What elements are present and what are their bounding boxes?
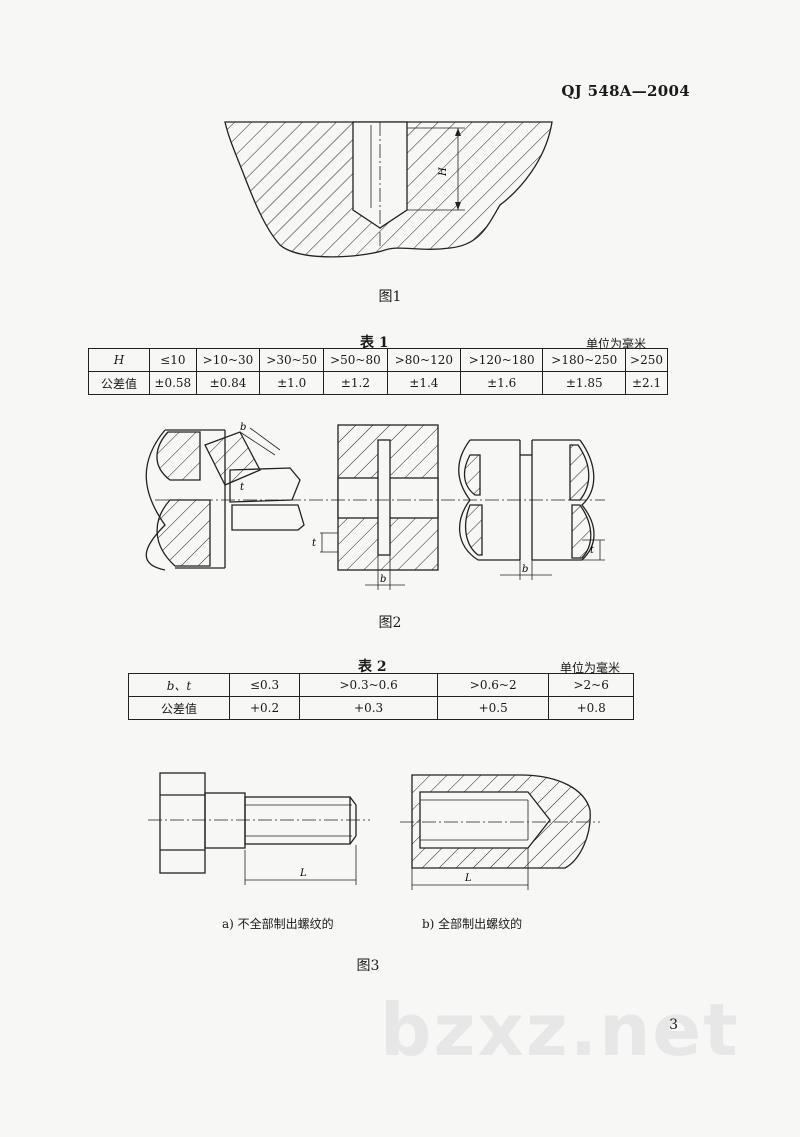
table1-header-tolerance: 公差值 — [88, 371, 150, 395]
figure1-dim-H: H — [438, 167, 449, 177]
table1-range-row: H ≤10 >10~30 >30~50 >50~80 >80~120 >120~… — [88, 348, 668, 372]
table-cell: >180~250 — [542, 348, 627, 372]
table-cell: >30~50 — [259, 348, 325, 372]
table1-unit: 单位为毫米 — [586, 337, 647, 351]
table-cell: +0.2 — [228, 696, 301, 720]
figure1-drawing: H — [224, 121, 553, 258]
table-cell: >120~180 — [459, 348, 544, 372]
table-cell: ±0.58 — [149, 371, 197, 395]
figure3a-caption: a) 不全部制出螺纹的 — [222, 917, 334, 931]
figure3b-drawing: L — [400, 774, 600, 890]
document-code: QJ 548A—2004 — [561, 82, 690, 100]
table-cell: >250 — [625, 348, 668, 372]
figure2-middle-drawing: t b — [312, 424, 439, 590]
table-cell: ±1.6 — [459, 371, 544, 395]
table-cell: ≤0.3 — [228, 673, 301, 697]
table-cell: >0.3~0.6 — [299, 673, 439, 697]
table-cell: ±1.85 — [542, 371, 627, 395]
figure2-caption: 图2 — [378, 615, 402, 631]
table-cell: +0.8 — [548, 696, 634, 720]
table2-range-row: b、t ≤0.3 >0.3~0.6 >0.6~2 >2~6 — [128, 673, 634, 697]
figure2-dim-b-left: b — [240, 422, 246, 433]
table-cell: >0.6~2 — [437, 673, 550, 697]
table2-title: 表 2 — [358, 659, 387, 675]
figure2-dim-t-right: t — [590, 545, 595, 556]
table1: H ≤10 >10~30 >30~50 >50~80 >80~120 >120~… — [88, 348, 668, 395]
table2-unit: 单位为毫米 — [560, 661, 621, 675]
table-cell: +0.5 — [437, 696, 550, 720]
table-cell: >80~120 — [386, 348, 461, 372]
table2-header-bt: b、t — [128, 673, 230, 697]
figure2-right-drawing: b t — [458, 439, 605, 580]
table-cell: ±1.2 — [323, 371, 388, 395]
table1-title: 表 1 — [360, 335, 389, 351]
figure2-dim-t-left: t — [240, 482, 245, 493]
page-number: 3 — [669, 1017, 678, 1033]
table-cell: ≤10 — [149, 348, 197, 372]
figure2-dim-b-right: b — [522, 564, 528, 575]
table-cell: ±0.84 — [195, 371, 261, 395]
figure3a-dim-L: L — [299, 868, 307, 879]
figure2-dim-b-middle: b — [380, 574, 386, 585]
table2: b、t ≤0.3 >0.3~0.6 >0.6~2 >2~6 公差值 +0.2 +… — [128, 673, 634, 720]
figure2-left-drawing: b t — [145, 422, 305, 571]
table2-header-tolerance: 公差值 — [128, 696, 230, 720]
figure2-dim-t-middle: t — [312, 538, 317, 549]
table-cell: +0.3 — [299, 696, 439, 720]
table-cell: ±2.1 — [625, 371, 668, 395]
table-cell: >2~6 — [548, 673, 634, 697]
table1-header-H: H — [88, 348, 150, 372]
figure1-caption: 图1 — [378, 289, 402, 305]
figure3b-caption: b) 全部制出螺纹的 — [422, 917, 523, 931]
table-cell: ±1.0 — [259, 371, 325, 395]
table-cell: >10~30 — [195, 348, 261, 372]
figure3-caption: 图3 — [356, 958, 380, 974]
table-cell: ±1.4 — [386, 371, 461, 395]
table-cell: >50~80 — [323, 348, 388, 372]
table2-tolerance-row: 公差值 +0.2 +0.3 +0.5 +0.8 — [128, 696, 634, 720]
watermark: bzxz.net — [380, 988, 740, 1072]
figure3b-dim-L: L — [464, 873, 472, 884]
figure3a-drawing: L — [148, 772, 370, 885]
table1-tolerance-row: 公差值 ±0.58 ±0.84 ±1.0 ±1.2 ±1.4 ±1.6 ±1.8… — [88, 371, 668, 395]
